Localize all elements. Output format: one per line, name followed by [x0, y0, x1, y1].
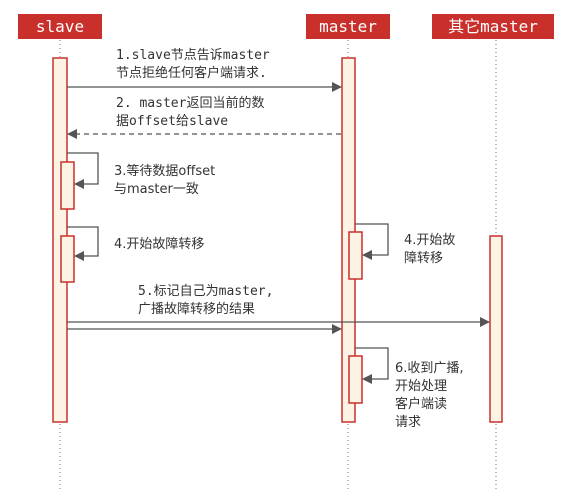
self-arrow-step4-master [355, 223, 389, 260]
self-arrow-step4-slave [67, 226, 99, 261]
label-step2-line2: 据offset给slave [116, 114, 229, 129]
activation-slave-step3 [60, 161, 75, 210]
actor-master: master [306, 14, 390, 39]
activation-other-master [489, 235, 503, 423]
label-step2-line1: 2. master返回当前的数 [116, 96, 265, 111]
label-step3-line1: 3.等待数据offset [114, 164, 216, 179]
label-step4-slave: 4.开始故障转移 [114, 237, 205, 252]
actor-slave: slave [18, 14, 102, 39]
activation-master-step4 [348, 231, 363, 280]
label-step6-line4: 请求 [395, 415, 422, 430]
label-step5-line1: 5.标记自己为master, [138, 284, 274, 299]
label-step5-line2: 广播故障转移的结果 [138, 302, 256, 317]
activation-slave-step4 [60, 235, 75, 283]
self-arrow-step6 [355, 347, 389, 384]
self-arrow-step3 [67, 152, 99, 189]
label-step4-master-line2: 障转移 [404, 251, 444, 266]
label-step6-line3: 客户端读 [395, 397, 448, 412]
label-step1-line2: 节点拒绝任何客户端请求. [116, 66, 267, 81]
label-step6-line1: 6.收到广播, [395, 361, 464, 376]
actor-other-master: 其它master [432, 14, 554, 39]
label-step4-master-line1: 4.开始故 [404, 233, 456, 248]
label-step3-line2: 与master一致 [114, 182, 199, 197]
label-step6-line2: 开始处理 [395, 379, 448, 394]
label-step1-line1: 1.slave节点告诉master [116, 48, 270, 63]
activation-master-step6 [348, 355, 363, 404]
